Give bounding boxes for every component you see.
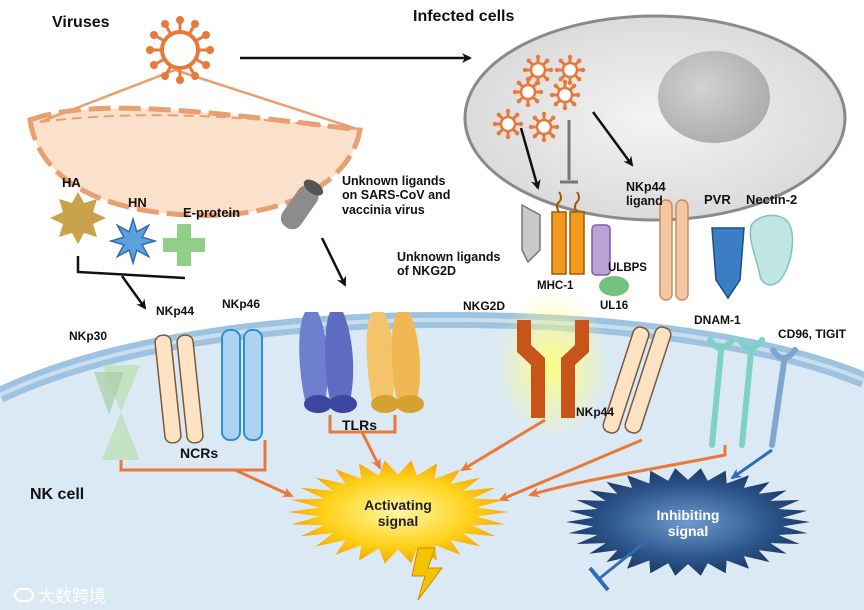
- activating-signal-burst: [288, 460, 508, 564]
- infected-cell-nucleus: [658, 51, 770, 143]
- label-mhc1: MHC-1: [537, 280, 574, 292]
- intracellular-viruses: [492, 54, 586, 143]
- virus-particle-small: [522, 54, 554, 86]
- label-nkp46: NKp46: [222, 297, 261, 311]
- label-infected-cells: Infected cells: [413, 8, 515, 25]
- virus-particle-small: [492, 108, 524, 140]
- nkp46-receptor: [221, 329, 263, 441]
- label-unknown-ligands-sars: Unknown ligands on SARS-CoV and vaccinia…: [342, 174, 451, 217]
- nectin2-molecule: [749, 214, 794, 286]
- e-protein-shape: [163, 224, 205, 266]
- virus-particle-small: [512, 76, 544, 108]
- nkp44-receptor-right: [602, 326, 672, 434]
- label-ncrs: NCRs: [180, 445, 219, 461]
- label-nk-cell: NK cell: [30, 486, 85, 503]
- mhc1-molecule: [551, 191, 585, 275]
- label-ha: HA: [62, 175, 81, 190]
- label-inhibiting-signal: Inhibiting signal: [656, 507, 720, 540]
- ul16-molecule: [599, 276, 629, 296]
- virus-particle-small: [554, 54, 586, 86]
- virus-particle-small: [528, 111, 560, 143]
- nk-cell-cytoplasm: [0, 319, 864, 610]
- label-ulbps: ULBPS: [608, 262, 647, 274]
- nkp44-receptor-left: [154, 334, 204, 444]
- virus-envelope: [27, 105, 363, 218]
- label-ul16: UL16: [600, 300, 629, 312]
- label-viruses: Viruses: [52, 14, 110, 31]
- label-dnam1: DNAM-1: [694, 313, 741, 327]
- label-nkp30: NKp30: [69, 329, 108, 343]
- unknown-ligand-tube: [280, 179, 324, 230]
- virus-particle-main: [146, 16, 214, 84]
- label-activating-signal: Activating signal: [364, 497, 432, 530]
- label-nkp44-left: NKp44: [156, 304, 195, 318]
- label-cd96-tigit: CD96, TIGIT: [778, 327, 847, 341]
- inhibiting-signal-burst: [566, 468, 810, 576]
- ulbps-molecule: [591, 224, 611, 276]
- label-e-protein: E-protein: [183, 205, 241, 220]
- ha-protein-shape: [50, 192, 106, 244]
- watermark: 大数跨境: [14, 582, 106, 607]
- virus-particle-small: [549, 79, 581, 111]
- nkg2d-unknown-ligand: [521, 203, 541, 264]
- label-nectin2: Nectin-2: [746, 192, 798, 207]
- nkp30-receptor: [94, 365, 140, 460]
- dnam1-receptor: [707, 337, 765, 448]
- label-nkg2d: NKG2D: [463, 299, 506, 313]
- hn-protein-shape: [108, 216, 158, 266]
- nkp44-ligand-molecule: [659, 199, 689, 301]
- label-unknown-ligands-nkg2d: Unknown ligands of NKG2D: [397, 250, 501, 279]
- watermark-text: 大数跨境: [38, 587, 106, 607]
- label-hn: HN: [128, 195, 147, 210]
- lightning-icon: [411, 547, 443, 601]
- pvr-molecule: [711, 227, 745, 300]
- label-nkp44-ligand: NKp44 ligand: [626, 180, 666, 209]
- label-pvr: PVR: [704, 192, 731, 207]
- label-tlrs: TLRs: [342, 417, 377, 433]
- tlrs-receptors: [299, 312, 424, 413]
- label-nkp44-right: NKp44: [576, 405, 615, 419]
- nkg2d-receptor: [517, 320, 589, 418]
- watermark-logo-icon: [14, 587, 34, 602]
- cd96-tigit-receptor: [769, 347, 798, 448]
